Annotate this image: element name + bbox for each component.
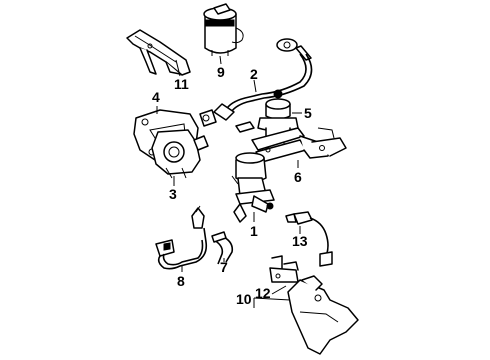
callout-3: 3 xyxy=(169,186,177,202)
leader-11 xyxy=(175,59,181,77)
callout-7: 7 xyxy=(220,259,228,275)
part-9-canister xyxy=(203,3,244,56)
callout-9: 9 xyxy=(217,64,225,80)
callout-labels: 11 9 2 4 5 6 3 1 7 8 13 12 10 xyxy=(152,64,312,307)
part-13-oxygen-sensor xyxy=(285,211,333,267)
callout-10: 10 xyxy=(236,291,252,307)
callout-8: 8 xyxy=(177,273,185,289)
part-7-hose xyxy=(211,231,234,265)
part-11-bracket xyxy=(126,29,191,76)
callout-4: 4 xyxy=(152,89,160,105)
callout-13: 13 xyxy=(292,233,308,249)
leader-10 xyxy=(253,297,291,301)
callout-11: 11 xyxy=(174,76,189,92)
part-8-hose-assembly xyxy=(155,205,208,270)
callout-12: 12 xyxy=(255,285,271,301)
callout-2: 2 xyxy=(250,66,258,82)
callout-1: 1 xyxy=(250,223,258,239)
part-3-throttle-body xyxy=(151,129,209,179)
leader-lines xyxy=(156,55,302,308)
leader-9 xyxy=(219,55,222,65)
leader-2 xyxy=(253,79,257,93)
part-6-bracket xyxy=(251,127,347,163)
callout-5: 5 xyxy=(304,105,312,121)
part-12-sensor xyxy=(269,255,299,283)
part-1-vacuum-valve xyxy=(231,152,275,223)
callout-6: 6 xyxy=(294,169,302,185)
part-10-housing xyxy=(287,275,359,355)
leader-12 xyxy=(271,285,287,295)
